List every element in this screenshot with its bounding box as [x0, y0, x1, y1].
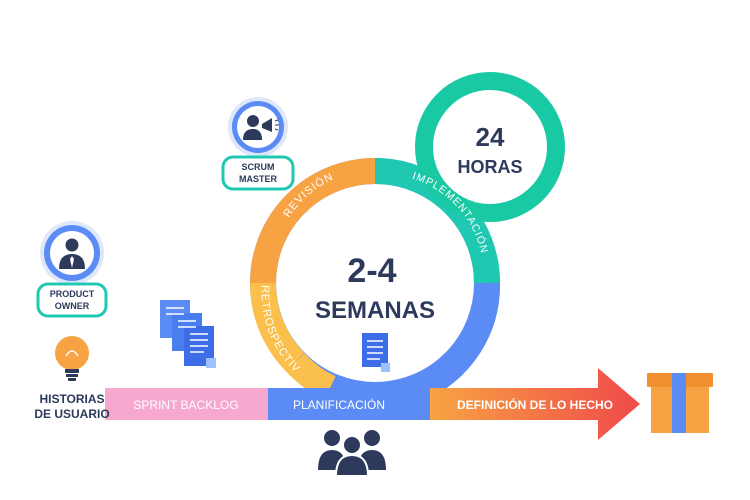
sprint-document-icon	[362, 333, 390, 372]
product-owner-avatar	[40, 221, 104, 285]
lightbulb-icon	[55, 336, 89, 381]
product-owner-label-2: OWNER	[55, 301, 90, 311]
definition-of-done-arrow	[430, 368, 640, 440]
daily-unit: HORAS	[457, 157, 522, 177]
megaphone-icon	[262, 118, 279, 132]
user-stories-label-2: DE USUARIO	[34, 407, 109, 421]
backlog-documents-icon	[160, 300, 216, 368]
sprint-backlog-label: SPRINT BACKLOG	[133, 398, 238, 412]
product-owner-label-1: PRODUCT	[50, 289, 95, 299]
user-stories-label-1: HISTORIAS	[39, 392, 104, 406]
scrum-master-label-2: MASTER	[239, 174, 278, 184]
planning-label: PLANIFICACIÓN	[293, 397, 385, 412]
sprint-backlog-bar	[105, 388, 273, 420]
scrum-master-badge	[221, 155, 295, 191]
sprint-duration-unit: SEMANAS	[315, 297, 435, 324]
daily-number: 24	[476, 122, 505, 152]
daily-ring	[415, 72, 565, 222]
product-owner-badge	[36, 282, 108, 318]
sprint-duration-number: 2-4	[347, 252, 396, 290]
definition-of-done-label: DEFINICIÓN DE LO HECHO	[457, 397, 613, 412]
scrum-master-label-1: SCRUM	[242, 162, 275, 172]
team-icon	[318, 430, 386, 477]
planning-bar	[268, 388, 438, 420]
scrum-master-avatar	[228, 97, 288, 157]
gift-box-icon	[647, 373, 713, 433]
